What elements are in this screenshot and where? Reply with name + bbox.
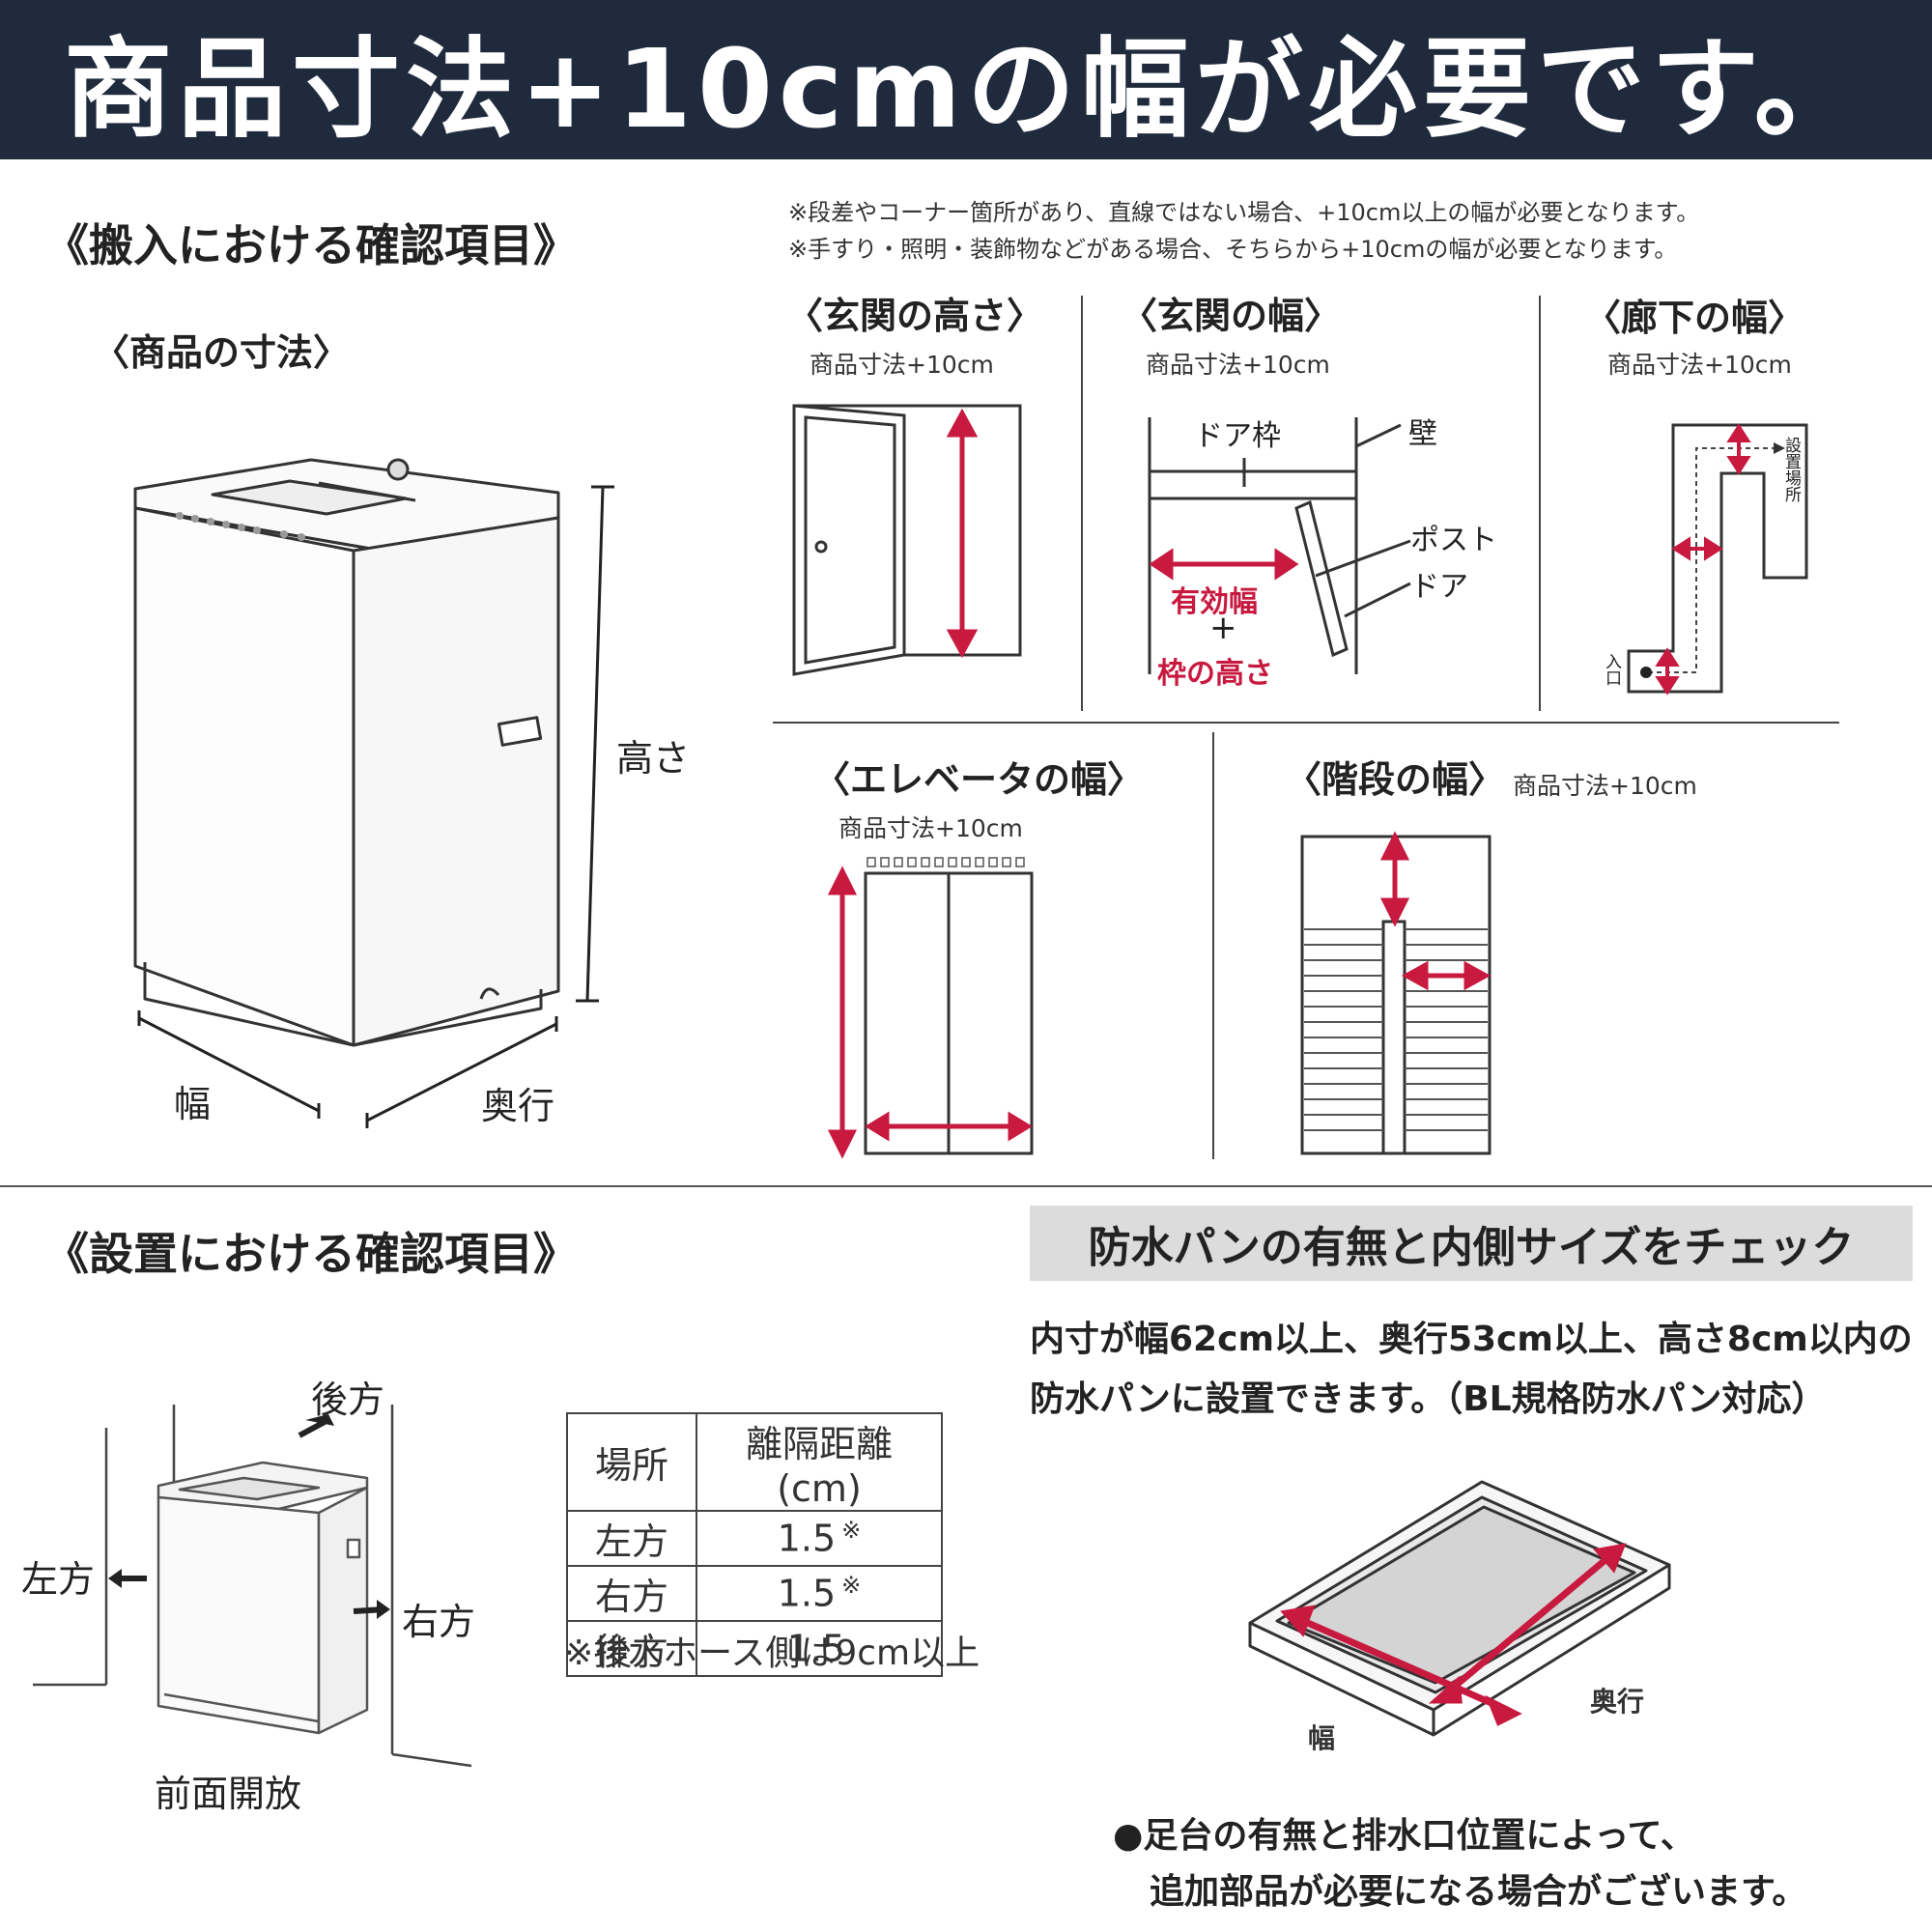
- effective-width-label: 有効幅: [1171, 585, 1258, 619]
- plus-sign: +: [1209, 609, 1237, 647]
- table-row: 左方 1.5※: [566, 1510, 943, 1567]
- table-cell-distance: 1.5※: [696, 1565, 943, 1622]
- table-header-cell: 離隔距離(cm): [696, 1412, 943, 1512]
- distance-value: 1.5: [777, 1572, 837, 1615]
- distance-mark: ※: [841, 1572, 862, 1600]
- delivery-heading: 《搬入における確認項目》: [44, 219, 578, 271]
- top-banner: 商品寸法+10cmの幅が必要です。: [0, 0, 1932, 159]
- installation-heading: 《設置における確認項目》: [44, 1228, 578, 1280]
- height-label: 高さ: [616, 737, 691, 780]
- table-cell-place: 後方: [566, 1620, 697, 1677]
- table-footnote: ※排水ホース側は9cm以上: [564, 1634, 980, 1673]
- back-label: 後方: [311, 1378, 385, 1421]
- elevator-title: 〈エレベータの幅〉: [813, 758, 1145, 801]
- stairs-note: 商品寸法+10cm: [1513, 772, 1697, 800]
- entrance-label: 入口: [1602, 653, 1621, 686]
- banner-title: 商品寸法+10cmの幅が必要です。: [64, 26, 1868, 153]
- table-cell-distance: 1.5※: [696, 1510, 943, 1567]
- right-label: 右方: [402, 1601, 476, 1643]
- note-line-1: ※段差やコーナー箇所があり、直線ではない場合、+10cm以上の幅が必要となります…: [788, 199, 1700, 226]
- pan-depth-label: 奥行: [1590, 1686, 1645, 1718]
- table-cell-place: 右方: [566, 1565, 697, 1622]
- clearance-table: 場所 離隔距離(cm) 左方 1.5※ 右方 1.5※ 後方 1.5: [566, 1412, 943, 1677]
- door-frame-label: ドア枠: [1194, 419, 1281, 453]
- depth-label: 奥行: [481, 1085, 555, 1127]
- install-place-label: 設置場所: [1781, 437, 1801, 502]
- door-label: ドア: [1410, 570, 1468, 604]
- distance-mark: ※: [841, 1517, 862, 1545]
- entrance-width-note: 商品寸法+10cm: [1146, 351, 1330, 379]
- pan-title-box: 防水パンの有無と内側サイズをチェック: [1030, 1206, 1913, 1281]
- pan-desc-line-2: 防水パンに設置できます。（BL規格防水パン対応）: [1030, 1379, 1827, 1419]
- footnote-line-1: ●足台の有無と排水口位置によって、: [1113, 1816, 1695, 1856]
- table-header-row: 場所 離隔距離(cm): [566, 1412, 943, 1512]
- pan-desc-line-1: 内寸が幅62cm以上、奥行53cm以上、高さ8cm以内の: [1030, 1320, 1913, 1359]
- front-open-label: 前面開放: [155, 1773, 302, 1815]
- table-header-cell: 場所: [566, 1412, 697, 1512]
- width-label: 幅: [174, 1083, 212, 1125]
- distance-value: 1.5: [777, 1517, 837, 1560]
- table-row: 右方 1.5※: [566, 1565, 943, 1622]
- hallway-title: 〈廊下の幅〉: [1584, 297, 1805, 339]
- frame-height-label: 枠の高さ: [1157, 657, 1273, 691]
- footnote-line-2: 追加部品が必要になる場合がございます。: [1150, 1872, 1807, 1912]
- note-line-2: ※手すり・照明・装飾物などがある場合、そちらから+10cmの幅が必要となります。: [788, 236, 1678, 263]
- table-cell-place: 左方: [566, 1510, 697, 1567]
- distance-value: 1.5: [786, 1627, 846, 1670]
- post-label: ポスト: [1410, 524, 1497, 557]
- entrance-height-title: 〈玄関の高さ〉: [786, 295, 1044, 337]
- wall-label: 壁: [1408, 417, 1437, 451]
- entrance-height-note: 商品寸法+10cm: [810, 351, 994, 379]
- product-dimension-heading: 〈商品の寸法〉: [93, 331, 351, 374]
- entrance-width-title: 〈玄関の幅〉: [1121, 295, 1342, 337]
- pan-width-label: 幅: [1308, 1722, 1336, 1754]
- table-cell-distance: 1.5: [696, 1620, 943, 1677]
- pan-title: 防水パンの有無と内側サイズをチェック: [1088, 1223, 1855, 1272]
- left-label: 左方: [21, 1558, 96, 1601]
- table-row: 後方 1.5: [566, 1620, 943, 1677]
- stairs-title: 〈階段の幅〉: [1285, 758, 1506, 801]
- hallway-note: 商品寸法+10cm: [1607, 351, 1792, 379]
- elevator-note: 商品寸法+10cm: [838, 814, 1023, 842]
